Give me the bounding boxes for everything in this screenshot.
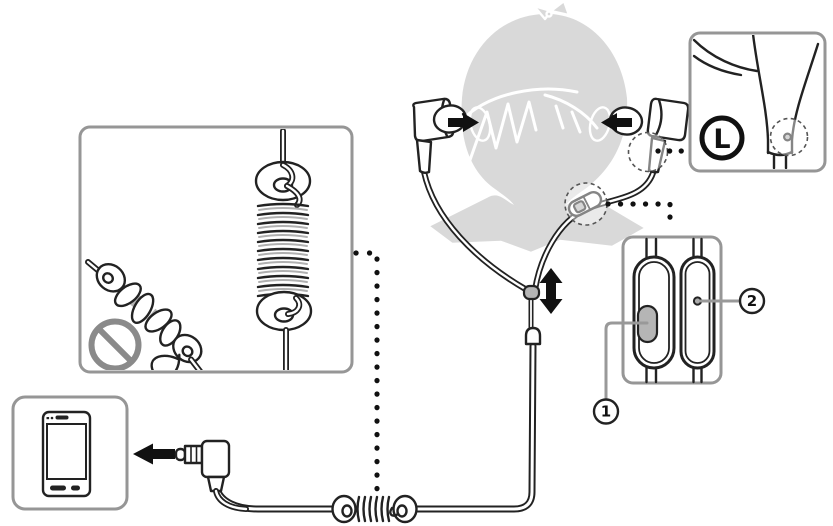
remote-focus-dashed-circle (564, 182, 608, 226)
inline-winder-coil (356, 495, 394, 523)
phone-speaker (71, 485, 80, 491)
hair-strand-1 (554, 104, 565, 130)
remote-mic-view (679, 237, 716, 384)
hair-side-line (543, 93, 599, 130)
callout-1: 1 (592, 321, 649, 425)
left-earbud-stem (415, 138, 433, 174)
winder-connector-dots (353, 250, 380, 493)
prohibition-icon (88, 318, 142, 370)
remote-button-small (572, 200, 587, 214)
hair-strand-2 (570, 110, 582, 134)
phone-camera (50, 416, 54, 420)
plug-sleeve (183, 444, 204, 465)
hair-bangs-line (468, 100, 538, 162)
head (461, 13, 628, 214)
cord-slider (522, 284, 541, 301)
plug-insert-arrow-icon (133, 443, 175, 465)
phone-home-key (50, 485, 66, 491)
hair-bow (532, 0, 571, 21)
plug-strain-relief (206, 475, 226, 493)
insert-right-arrow-icon (601, 113, 632, 132)
right-earbud (608, 97, 690, 174)
remote-connector-dots (605, 201, 673, 232)
callout-2: 2 (699, 287, 766, 315)
winder-incorrect-usage (85, 259, 206, 370)
slider-adjust-arrow-icon (539, 268, 563, 314)
callout-2-circle (738, 287, 766, 315)
inline-remote (567, 190, 603, 218)
callout-1-circle (592, 398, 620, 425)
plug-tip (174, 447, 187, 462)
left-marking-callout: L (688, 31, 827, 173)
tactile-dot-dashed-circle (769, 117, 809, 157)
inline-cord-winder (331, 494, 418, 524)
cord-splitter (524, 326, 542, 346)
callout-1-label: 1 (601, 403, 611, 421)
l-marking-circle (699, 115, 745, 161)
l-marking-label: L (713, 124, 730, 155)
insert-left-arrow-icon (448, 113, 479, 132)
callout-2-label: 2 (747, 292, 757, 310)
phone-earpiece (55, 415, 69, 420)
phone-sensor (46, 417, 50, 420)
phone-screen (46, 423, 87, 480)
cord-winder-callout (78, 125, 354, 374)
tactile-dot (782, 132, 792, 142)
winder-coil (256, 202, 310, 298)
phone-callout (11, 395, 129, 511)
plug-body (200, 439, 231, 479)
right-earbud-stem (647, 136, 667, 174)
left-earbud-closeup (692, 35, 820, 169)
left-earbud (412, 97, 468, 174)
winder-correct-usage (254, 129, 313, 370)
remote-callout (621, 235, 723, 385)
hair-sweep-line (460, 87, 579, 122)
headphone-plug (174, 439, 249, 512)
smartphone (41, 410, 92, 498)
left-earbud-focus-dashed-circle (627, 131, 669, 173)
